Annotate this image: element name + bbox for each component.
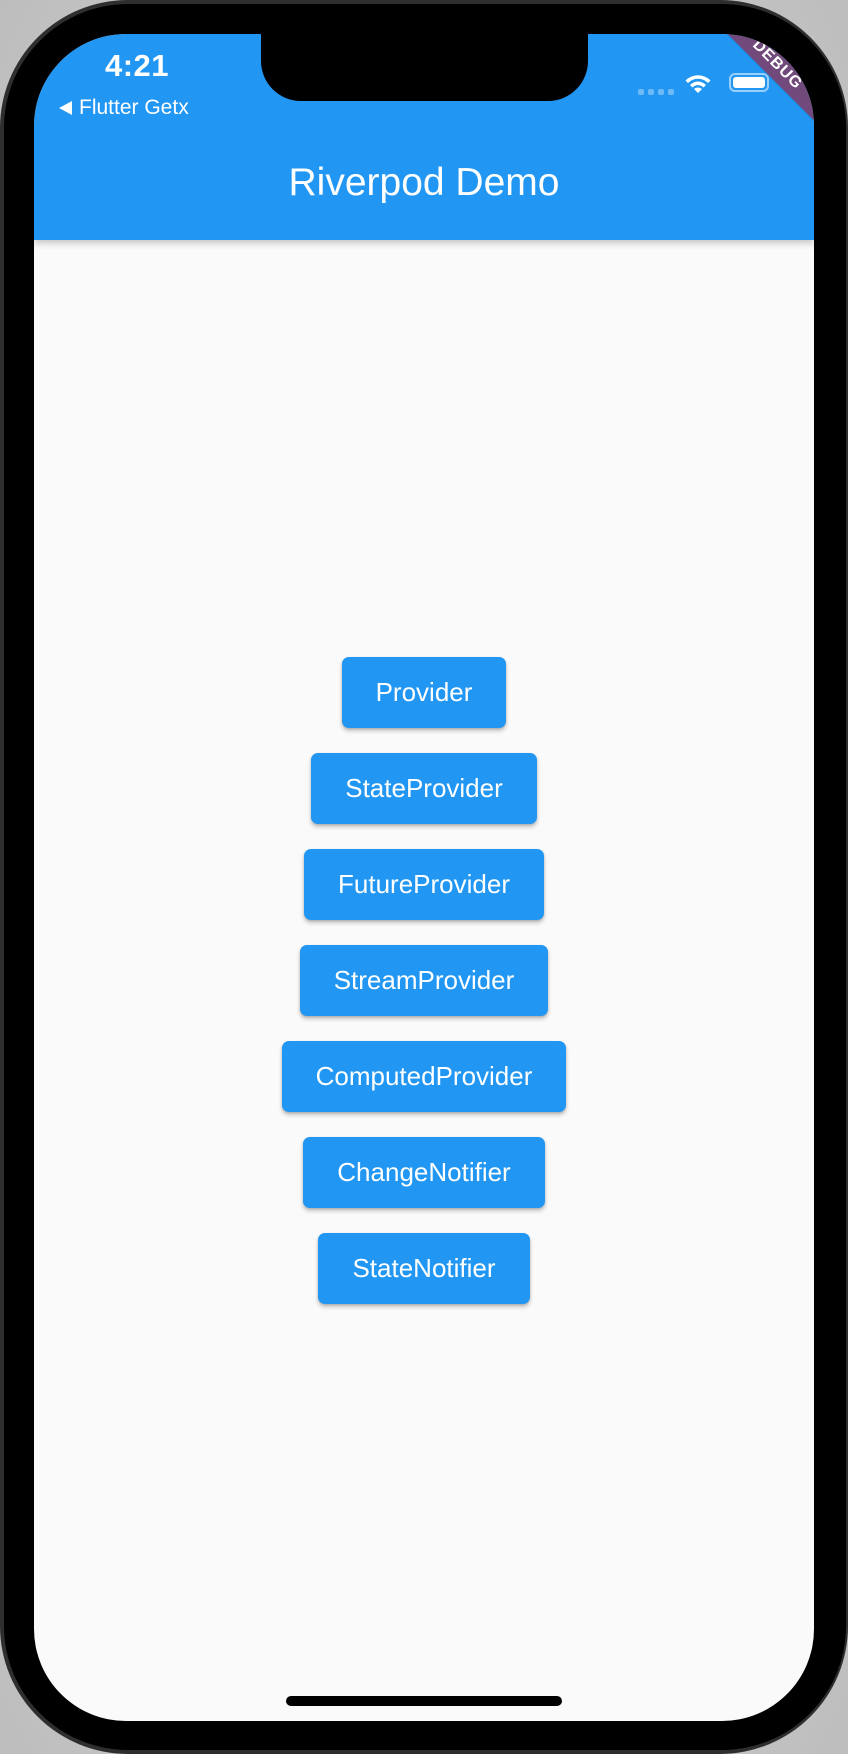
page-title: Riverpod Demo (288, 161, 560, 204)
wifi-icon (685, 75, 711, 93)
provider-button-list: Provider StateProvider FutureProvider St… (34, 657, 814, 1304)
back-to-app-link[interactable]: Flutter Getx (59, 96, 189, 120)
stream-provider-button[interactable]: StreamProvider (299, 945, 549, 1016)
computed-provider-button[interactable]: ComputedProvider (281, 1041, 567, 1112)
device-notch (261, 34, 588, 101)
back-arrow-icon (59, 101, 72, 115)
future-provider-button[interactable]: FutureProvider (304, 849, 544, 920)
back-app-label: Flutter Getx (79, 96, 189, 119)
screen: 4:21 Flutter Getx Riverpod Demo DEBUG Pr… (34, 34, 814, 1721)
battery-icon (729, 73, 769, 92)
home-indicator[interactable] (286, 1696, 562, 1706)
signal-icon (638, 89, 674, 95)
provider-button[interactable]: Provider (341, 657, 507, 728)
state-notifier-button[interactable]: StateNotifier (318, 1233, 530, 1304)
status-time: 4:21 (104, 48, 170, 83)
state-provider-button[interactable]: StateProvider (311, 753, 537, 824)
change-notifier-button[interactable]: ChangeNotifier (303, 1137, 545, 1208)
